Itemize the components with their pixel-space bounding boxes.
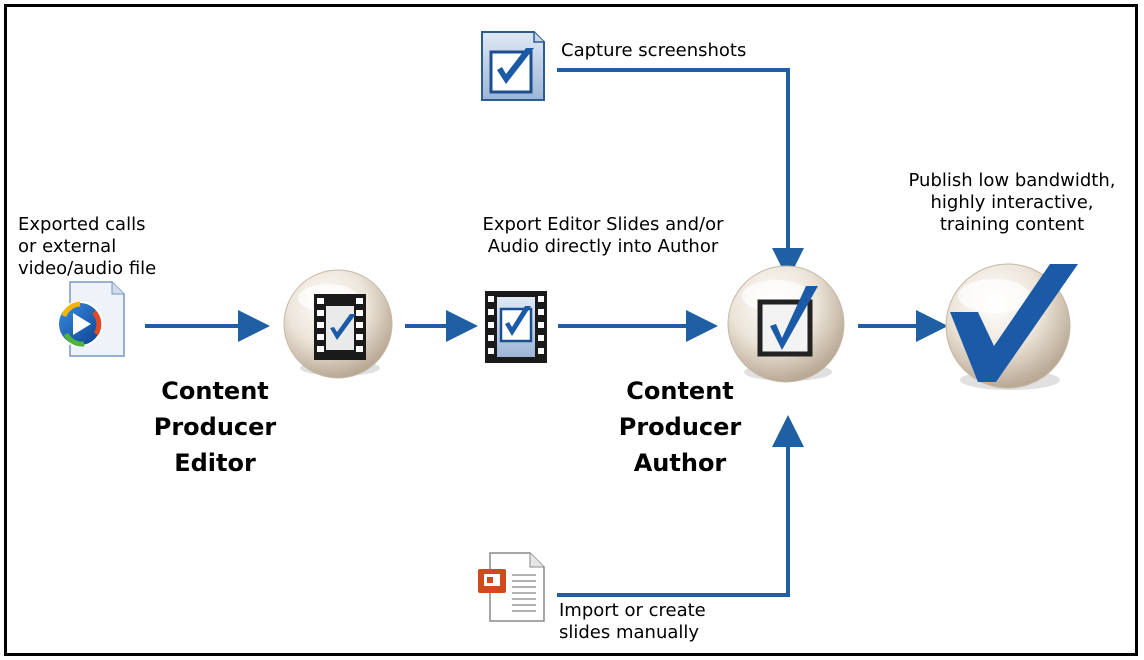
arrow-capture-to-author [557,68,804,280]
publish-label: Publish low bandwidth, highly interactiv… [908,170,1116,235]
arrow-import-to-author [557,415,804,597]
editor-sphere-icon [283,269,393,379]
author-title: Content Producer Author [618,377,742,477]
author-sphere-icon [727,265,845,383]
diagram-frame [4,4,1138,656]
import-label: Import or create slides manually [559,600,706,643]
checkbox-document-icon [481,31,545,101]
export-editor-label: Export Editor Slides and/or Audio direct… [482,214,724,257]
windows-media-file-icon [57,281,125,357]
powerpoint-document-icon [478,552,545,622]
arrows [145,68,948,597]
exported-label: Exported calls or external video/audio f… [18,214,157,279]
publish-checkmark-sphere-icon [945,263,1078,390]
editor-title: Content Producer Editor [153,377,277,477]
capture-label: Capture screenshots [561,40,747,61]
film-slide-icon [485,291,547,363]
